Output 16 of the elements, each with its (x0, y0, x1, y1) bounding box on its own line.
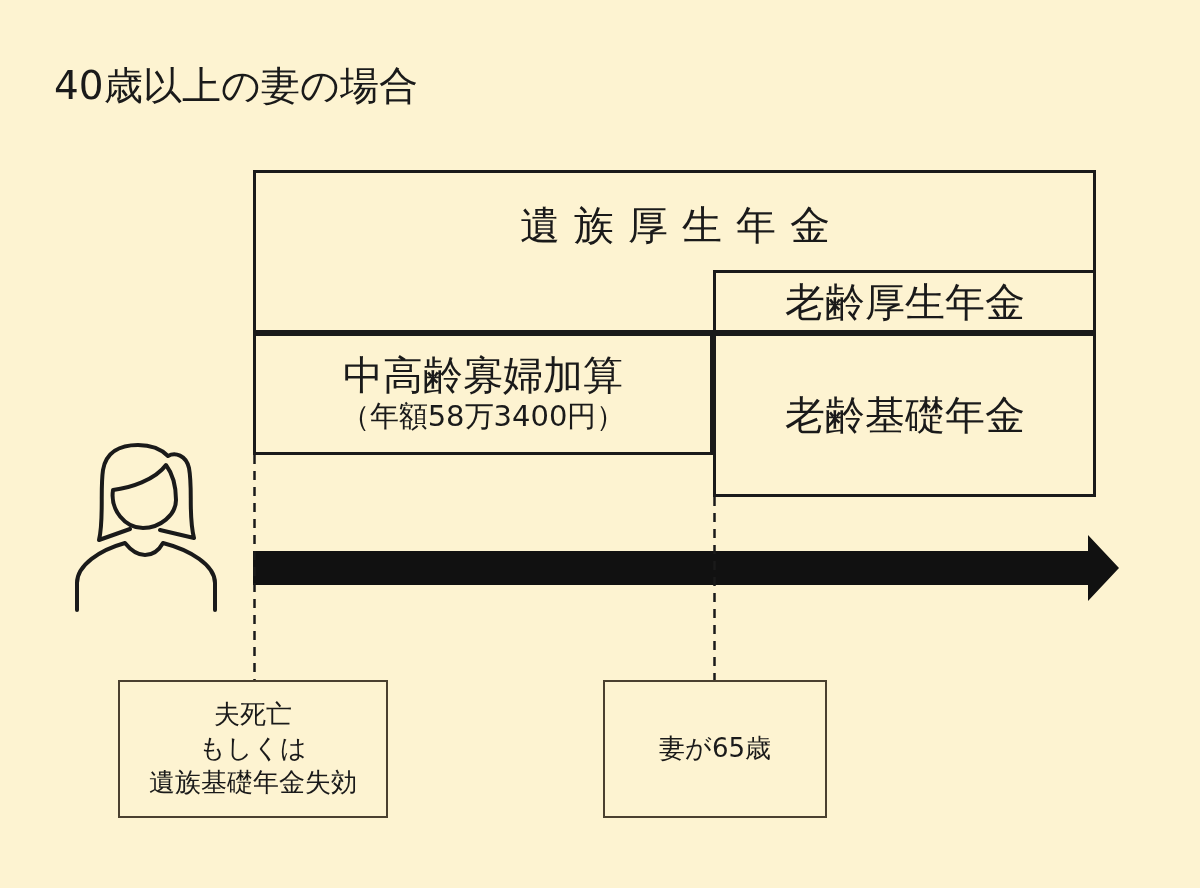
dashed-line (253, 455, 256, 680)
pension-box (713, 333, 1096, 497)
diagram-title: 40歳以上の妻の場合 (54, 63, 418, 110)
box-label: 中高齢寡婦加算 (343, 351, 623, 399)
dashed-line (713, 497, 716, 680)
box-label: 妻が65歳 (658, 732, 772, 766)
box-label: 老齢厚生年金 (784, 277, 1025, 326)
box-label: 夫死亡もしくは遺族基礎年金失効 (149, 698, 357, 799)
event-box (118, 680, 388, 818)
amount-note: （年額58万3400円） (340, 399, 626, 434)
pension-box (253, 333, 713, 455)
box-label: 遺族厚生年金 (518, 201, 844, 249)
pension-box (253, 170, 1096, 333)
pension-box (713, 270, 1096, 333)
box-label: 老齢基礎年金 (784, 391, 1025, 439)
event-box (603, 680, 827, 818)
